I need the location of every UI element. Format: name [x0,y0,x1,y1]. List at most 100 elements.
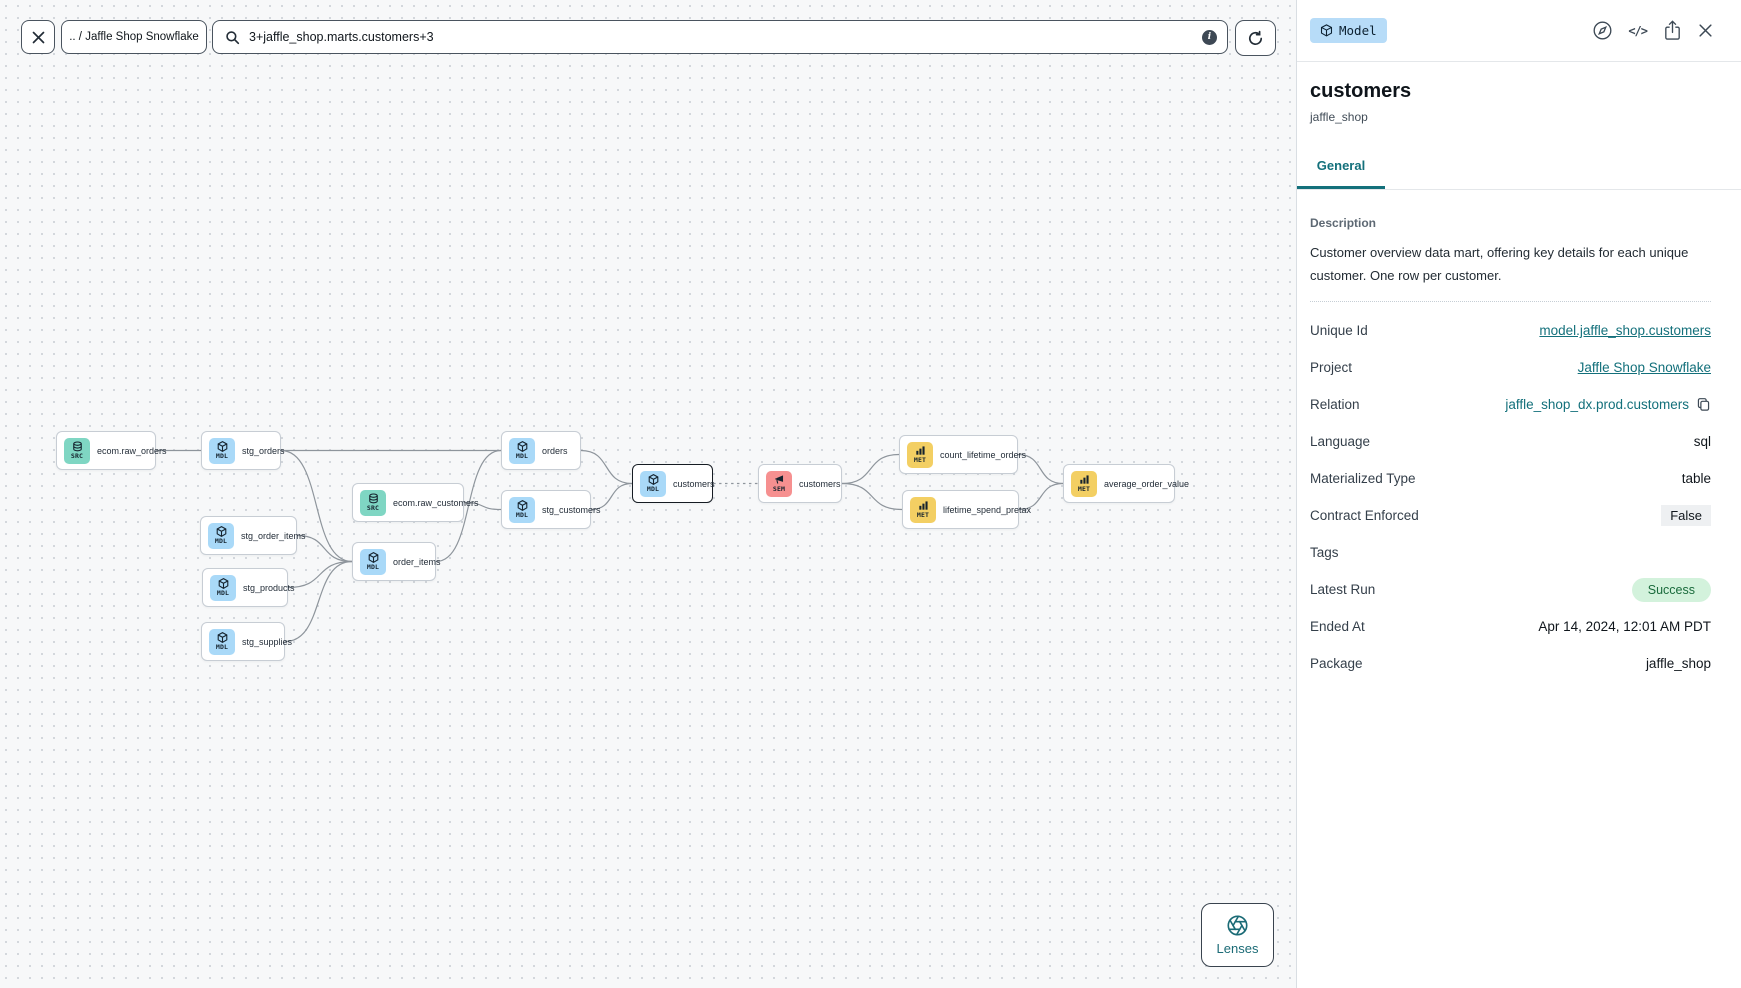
divider [1310,300,1711,302]
graph-node-count_lifetime_orders[interactable]: MET count_lifetime_orders [899,435,1026,474]
graph-node-ecom_raw_orders[interactable]: SRC ecom.raw_orders [56,431,167,470]
lineage-canvas[interactable]: .. / Jaffle Shop Snowflake 3+jaffle_shop… [0,0,1296,988]
detail-row-label: Latest Run [1310,582,1376,597]
node-type-chip: MET [910,496,936,523]
detail-row-latest-run: Latest Run Success [1310,577,1711,602]
lineage-edge [284,560,353,643]
graph-node-lifetime_spend_pretax[interactable]: MET lifetime_spend_pretax [902,490,1031,529]
node-type-label: MDL [216,589,230,598]
lineage-edge [841,482,903,511]
refresh-icon [1248,30,1263,45]
graph-node-ecom_raw_customers[interactable]: SRC ecom.raw_customers [352,483,479,522]
tab-general[interactable]: General [1297,158,1385,189]
model-icon [218,578,228,590]
node-label: ecom.raw_orders [97,445,167,456]
detail-row-label: Language [1310,434,1371,449]
node-type-chip: MDL [208,522,234,549]
breadcrumb[interactable]: .. / Jaffle Shop Snowflake [61,20,207,54]
detail-row-label: Tags [1310,545,1339,560]
share-icon[interactable] [1662,19,1683,42]
package-subtitle: jaffle_shop [1310,110,1368,124]
detail-row-tags: Tags [1310,541,1711,565]
graph-node-stg_orders[interactable]: MDL stg_orders [201,431,285,470]
code-icon[interactable]: </> [1628,23,1648,38]
graph-node-customers[interactable]: MDL customers [632,464,715,503]
model-icon [368,552,378,564]
graph-node-orders[interactable]: MDL orders [501,431,581,470]
node-type-chip: MET [1071,470,1097,497]
copy-icon[interactable] [1696,397,1711,412]
metric-icon [918,501,928,510]
node-label: customers [799,478,841,489]
node-label: orders [542,445,568,456]
graph-node-customers_sem[interactable]: SEM customers [758,464,842,503]
model-icon [217,632,227,644]
node-label: lifetime_spend_pretax [943,504,1032,515]
node-type-chip: MDL [209,628,235,655]
graph-node-stg_order_items[interactable]: MDL stg_order_items [200,516,306,555]
refresh-button[interactable] [1235,20,1276,56]
node-type-chip: MDL [210,574,236,601]
detail-row-label: Materialized Type [1310,471,1416,486]
lineage-search[interactable]: 3+jaffle_shop.marts.customers+3 i [212,20,1228,54]
node-type-label: MDL [215,643,229,652]
node-type-label: SRC [70,452,84,461]
detail-row-label: Relation [1310,397,1360,412]
resource-type-label: Model [1339,23,1377,38]
link-unique-id[interactable]: model.jaffle_shop.customers [1539,323,1711,338]
graph-node-order_items[interactable]: MDL order_items [352,542,441,581]
contract-status-badge: False [1661,505,1711,526]
model-cube-icon [1320,24,1333,37]
node-type-chip: SRC [64,437,90,464]
graph-node-stg_supplies[interactable]: MDL stg_supplies [201,622,292,661]
node-type-chip: MDL [509,496,535,523]
close-icon [32,31,44,43]
detail-row-value: jaffle_shop_dx.prod.customers [1505,397,1711,412]
node-label: stg_products [243,582,295,593]
node-label: ecom.raw_customers [393,497,479,508]
node-type-chip: MDL [640,470,666,497]
model-icon [648,474,658,486]
description-text: Customer overview data mart, offering ke… [1310,245,1689,283]
explore-compass-icon[interactable] [1592,20,1613,41]
node-type-label: MET [916,511,930,520]
detail-row-value: Success [1631,577,1711,602]
detail-row-value: Jaffle Shop Snowflake [1578,360,1711,375]
close-lineage-button[interactable] [21,20,55,54]
semantic-model-icon [774,475,783,484]
detail-row-value: Apr 14, 2024, 12:01 AM PDT [1538,619,1711,634]
lineage-edge [590,482,633,511]
graph-node-stg_customers[interactable]: MDL stg_customers [501,490,601,529]
node-type-label: MDL [515,452,529,461]
search-icon [226,30,240,44]
model-icon [216,526,226,538]
lenses-button[interactable]: Lenses [1201,903,1274,967]
node-label: count_lifetime_orders [940,449,1027,460]
graph-node-stg_products[interactable]: MDL stg_products [202,568,295,607]
node-type-label: MDL [515,511,529,520]
lineage-edge [296,534,353,563]
graph-node-average_order_value[interactable]: MET average_order_value [1063,464,1189,503]
detail-row-label: Unique Id [1310,323,1368,338]
link-project[interactable]: Jaffle Shop Snowflake [1577,360,1711,375]
node-type-label: MET [1077,485,1091,494]
lineage-edge [1018,482,1064,511]
node-label: stg_order_items [241,530,306,541]
node-type-label: SRC [366,504,380,513]
detail-row-relation: Relation jaffle_shop_dx.prod.customers [1310,393,1711,417]
model-icon [217,441,227,453]
close-panel-icon[interactable] [1698,23,1713,38]
node-type-label: MDL [215,452,229,461]
model-icon [517,441,527,453]
description-label: Description [1310,216,1377,230]
detail-row-label: Ended At [1310,619,1365,634]
search-input[interactable]: 3+jaffle_shop.marts.customers+3 [249,30,434,44]
node-label: stg_supplies [242,636,293,647]
node-type-chip: MDL [509,437,535,464]
info-icon[interactable]: i [1202,29,1217,45]
node-label: stg_orders [242,445,285,456]
breadcrumb-label: .. / Jaffle Shop Snowflake [69,31,199,43]
details-panel-header: Model </> [1297,0,1741,62]
detail-row-value: sql [1693,434,1711,449]
